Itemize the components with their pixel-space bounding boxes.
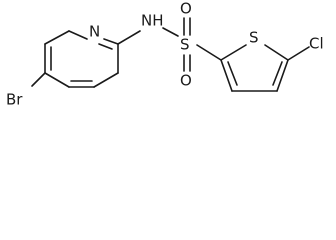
- bond-c5-cl: [287, 46, 310, 61]
- double-bond-inner-top: [98, 43, 113, 50]
- double-bond-inner-left: [227, 61, 238, 86]
- atom-o-top: O: [180, 0, 192, 18]
- pyridine-ring: [44, 30, 119, 88]
- bond-c3-c4: [93, 72, 119, 88]
- atom-o-bottom: O: [180, 72, 192, 90]
- bond-c2-nh: [117, 30, 141, 45]
- atom-s-thiophene: S: [249, 29, 259, 47]
- bond-c5-c6: [44, 30, 70, 45]
- chemical-structure: Br N NH S O O S Cl: [6, 0, 324, 109]
- bond-nh-s: [162, 27, 179, 37]
- bond-c2-s1: [220, 44, 247, 61]
- bond-c6-n: [68, 30, 88, 40]
- bond-n-c2: [103, 38, 119, 45]
- bond-c3-c2: [220, 59, 233, 92]
- atom-nh: NH: [141, 12, 164, 30]
- bond-c5b-c4: [44, 72, 70, 88]
- bond-s-thiophene: [196, 44, 222, 61]
- bond-c-br: [31, 72, 46, 87]
- atom-n-pyridine: N: [89, 23, 100, 41]
- bond-s1-c5: [264, 44, 289, 61]
- atom-s-sulfonyl: S: [180, 36, 190, 54]
- double-bond-inner-right: [272, 61, 283, 86]
- bond-c5-c4: [276, 59, 289, 92]
- atom-cl: Cl: [309, 35, 324, 53]
- atom-br: Br: [6, 91, 23, 109]
- thiophene-ring: [220, 44, 289, 92]
